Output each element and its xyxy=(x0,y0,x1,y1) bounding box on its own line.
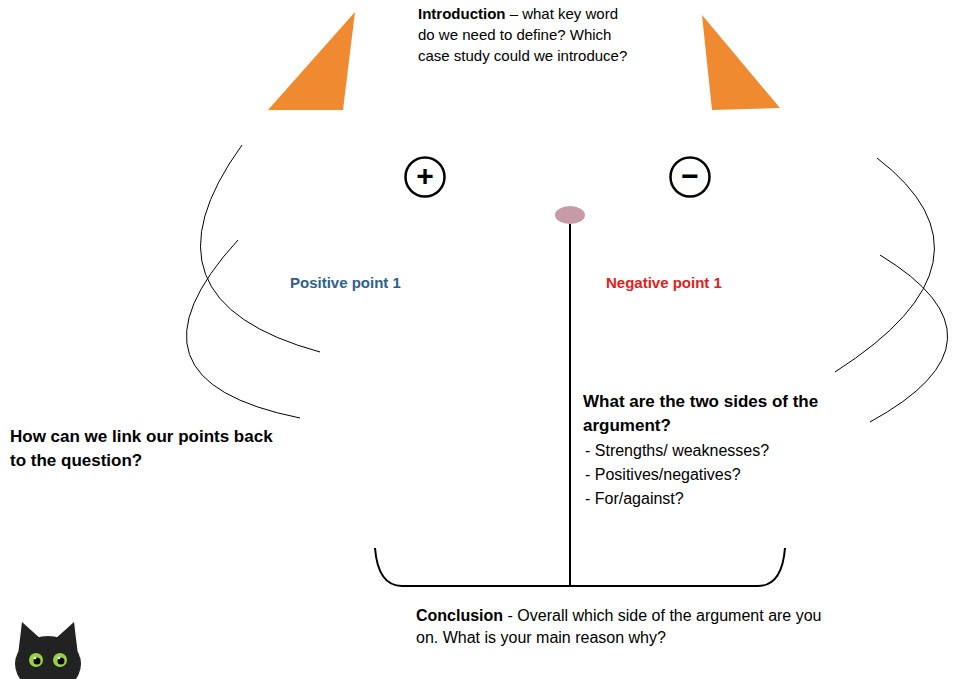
divider-line xyxy=(569,224,571,586)
list-item: - For/against? xyxy=(585,488,885,510)
nose xyxy=(555,206,585,224)
argument-question: What are the two sides of the argument? xyxy=(583,390,883,438)
conclusion-prompt-heading: Conclusion xyxy=(416,607,503,624)
link-question: How can we link our points back to the q… xyxy=(10,425,280,473)
left-ear xyxy=(268,12,355,110)
list-item: - Positives/negatives? xyxy=(585,464,885,486)
symbol-text: + xyxy=(416,161,434,191)
whisker xyxy=(870,255,948,422)
link-question-heading: How can we link our points back to the q… xyxy=(10,427,273,470)
right-ear xyxy=(702,15,780,110)
positive-point-heading: Positive point 1 xyxy=(290,274,401,291)
black-cat-icon xyxy=(15,622,81,679)
symbol-text: − xyxy=(669,156,711,198)
list-item-heading: - Positives/negatives? xyxy=(585,466,741,483)
symbol-text: + xyxy=(404,156,446,198)
negative-point-heading: Negative point 1 xyxy=(606,274,722,291)
symbol-text: − xyxy=(681,161,699,191)
whisker xyxy=(200,145,320,352)
mouth-bracket xyxy=(375,548,785,586)
plus-circle: + xyxy=(404,156,446,198)
list-item: - Strengths/ weaknesses? xyxy=(585,440,885,462)
minus-circle: − xyxy=(669,156,711,198)
introduction-prompt-heading: Introduction xyxy=(418,5,505,22)
list-item-heading: - Strengths/ weaknesses? xyxy=(585,442,769,459)
list-item-heading: - For/against? xyxy=(585,490,684,507)
argument-question-heading: What are the two sides of the argument? xyxy=(583,392,818,435)
whisker xyxy=(835,158,934,372)
conclusion-prompt: Conclusion - Overall which side of the a… xyxy=(416,605,826,650)
introduction-prompt: Introduction – what key word do we need … xyxy=(418,3,638,66)
whisker xyxy=(186,240,300,418)
positive-point: Positive point 1 xyxy=(290,272,490,293)
negative-point: Negative point 1 xyxy=(606,272,806,293)
